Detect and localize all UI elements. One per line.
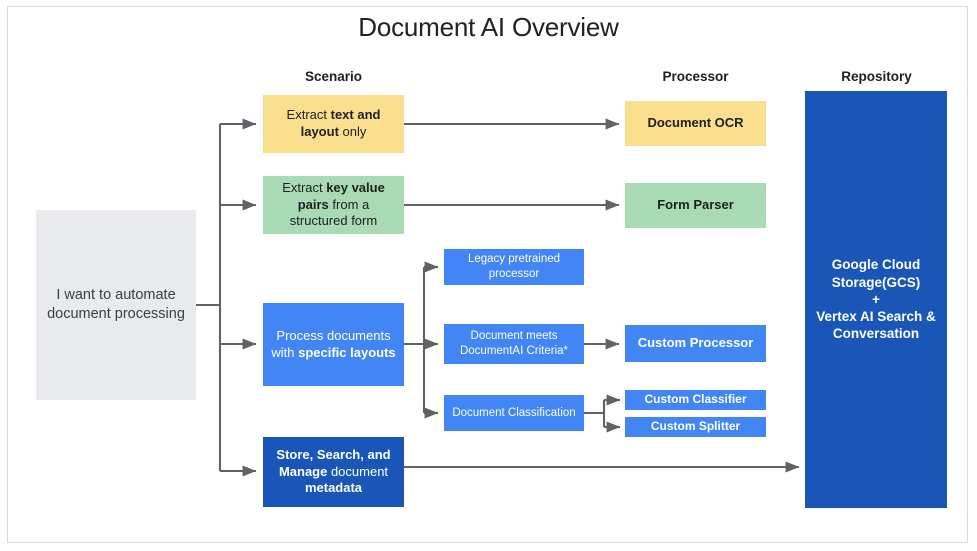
branch-node-document-classification-label: Document Classification bbox=[452, 406, 576, 419]
branch-node-document-classification[interactable]: Document Classification bbox=[444, 395, 584, 431]
entry-node-automate-document-processing[interactable]: I want to automate document processing bbox=[36, 210, 196, 400]
scenario-extract-text-and-layout-label: Extract text and layout only bbox=[286, 107, 381, 139]
column-header-processor: Processor bbox=[662, 69, 729, 84]
page-title: Document AI Overview bbox=[358, 12, 619, 42]
entry-node-label: I want to automate document processing bbox=[47, 287, 185, 322]
scenario-extract-key-value-pairs[interactable]: Extract key value pairs from a structure… bbox=[263, 176, 404, 234]
processor-form-parser[interactable]: Form Parser bbox=[625, 183, 766, 228]
processor-form-parser-label: Form Parser bbox=[657, 197, 734, 213]
scenario-store-search-manage-label: Store, Search, and Manage document metad… bbox=[276, 447, 391, 496]
processor-custom-classifier[interactable]: Custom Classifier bbox=[625, 390, 766, 410]
scenario-process-specific-layouts[interactable]: Process documents with specific layouts bbox=[263, 303, 404, 386]
processor-custom-splitter-label: Custom Splitter bbox=[650, 419, 741, 434]
processor-custom-classifier-label: Custom Classifier bbox=[644, 392, 747, 407]
column-header-repository: Repository bbox=[841, 69, 912, 84]
branch-node-documentai-criteria-label: Document meets DocumentAI Criteria* bbox=[459, 330, 568, 357]
processor-custom-splitter[interactable]: Custom Splitter bbox=[625, 417, 766, 437]
scenario-store-search-manage[interactable]: Store, Search, and Manage document metad… bbox=[263, 437, 404, 507]
processor-custom-processor-label: Custom Processor bbox=[637, 335, 754, 351]
scenario-extract-key-value-pairs-label: Extract key value pairs from a structure… bbox=[282, 180, 385, 229]
processor-document-ocr-label: Document OCR bbox=[647, 115, 744, 131]
scenario-process-specific-layouts-label: Process documents with specific layouts bbox=[271, 327, 396, 360]
scenario-extract-text-and-layout[interactable]: Extract text and layout only bbox=[263, 95, 404, 153]
column-header-scenario: Scenario bbox=[304, 69, 363, 84]
branch-node-legacy-pretrained-label: Legacy pretrained processor bbox=[467, 253, 561, 280]
branch-node-documentai-criteria[interactable]: Document meets DocumentAI Criteria* bbox=[444, 324, 584, 364]
processor-custom-processor[interactable]: Custom Processor bbox=[625, 325, 766, 362]
branch-node-legacy-pretrained[interactable]: Legacy pretrained processor bbox=[444, 249, 584, 285]
processor-document-ocr[interactable]: Document OCR bbox=[625, 101, 766, 146]
